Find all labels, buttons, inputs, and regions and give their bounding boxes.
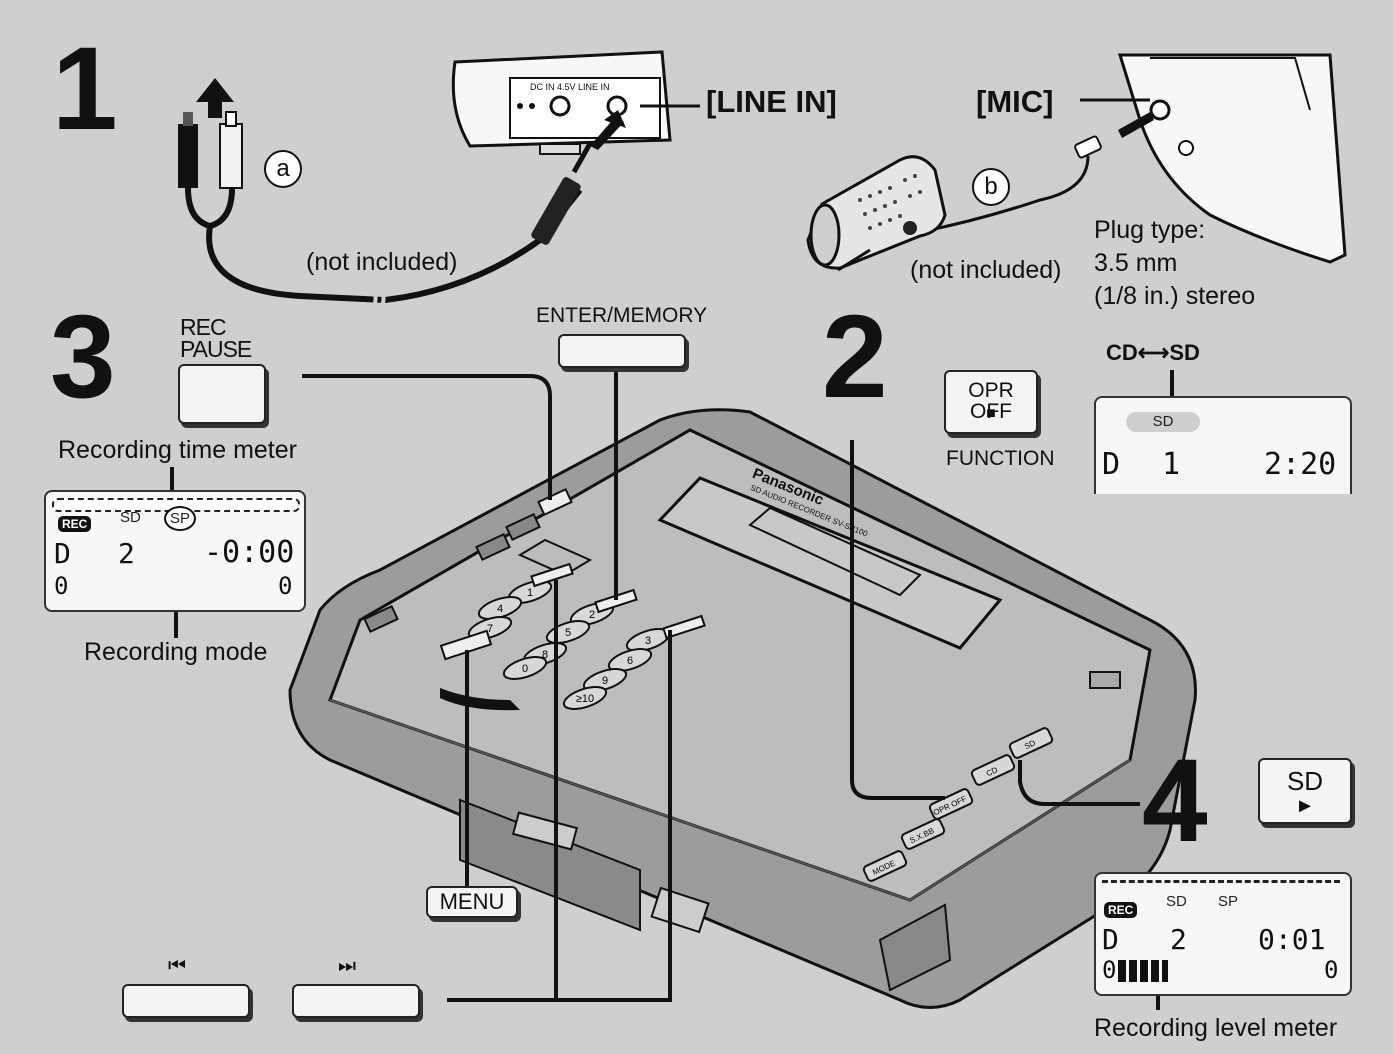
- sd-play-button[interactable]: SD ►: [1258, 758, 1352, 824]
- skip-forward-icon: ⏭: [338, 955, 356, 977]
- function-label: FUNCTION: [946, 447, 1055, 470]
- disc-indicator: D: [54, 537, 71, 570]
- callout-a: a: [264, 150, 302, 188]
- level-right: 0: [1324, 956, 1339, 984]
- not-included-label-cable: (not included): [306, 248, 458, 276]
- mic-panel: [919, 53, 1347, 264]
- time-readout: 2:20: [1264, 447, 1337, 482]
- rec-indicator: REC: [1104, 902, 1138, 918]
- step-number-1: 1: [52, 23, 118, 155]
- skip-forward-button[interactable]: [292, 984, 420, 1018]
- keypad-key-label: 0: [522, 663, 528, 675]
- menu-button[interactable]: MENU: [426, 886, 518, 918]
- opr-off-label: OPR OFF: [968, 379, 1014, 423]
- menu-button-label: MENU: [439, 889, 505, 914]
- step-number-4: 4: [1142, 735, 1208, 867]
- keypad-key-label: 8: [542, 649, 548, 661]
- callout-b: b: [972, 168, 1010, 206]
- not-included-label-mic: (not included): [910, 256, 1062, 284]
- display-step2: SD D 1 2:20: [1094, 396, 1352, 494]
- rec-pause-label-line2: PAUSE: [180, 336, 252, 362]
- recording-level-meter-label: Recording level meter: [1094, 1014, 1338, 1042]
- sd-button-label: SD: [1286, 766, 1324, 796]
- skip-back-button[interactable]: [122, 984, 250, 1018]
- rca-plugs: [178, 78, 243, 230]
- sd-indicator: SD: [120, 509, 141, 526]
- recording-level-meter-bars: [1118, 960, 1168, 982]
- time-readout: -0:00: [204, 535, 295, 570]
- device-side-buttons: [862, 727, 1054, 882]
- keypad-key-label: 2: [589, 609, 595, 621]
- play-icon: ►: [1295, 795, 1315, 817]
- cd-sd-label: CD⟷SD: [1106, 340, 1200, 365]
- sp-indicator: SP: [1218, 893, 1239, 910]
- track-number: 2: [1170, 923, 1187, 956]
- disc-indicator: D: [1102, 923, 1119, 956]
- level-left: 0: [1102, 956, 1117, 984]
- keypad-key-label: ≥10: [576, 693, 594, 705]
- rca-cable: [206, 188, 583, 304]
- display-step3: REC SD SP D 2 -0:00 0 0: [44, 490, 306, 612]
- opr-off-button[interactable]: OPR OFF ■: [944, 370, 1038, 434]
- sd-recorder-device: [288, 408, 1197, 1009]
- recording-time-meter-bar: [1102, 880, 1340, 883]
- disc-indicator: D: [1102, 447, 1121, 482]
- step-number-2: 2: [822, 291, 888, 423]
- keypad-key-label: 5: [565, 627, 571, 639]
- keypad-key-label: 6: [627, 655, 633, 667]
- display-step4: REC SD SP D 2 0:01 0 0: [1094, 872, 1352, 996]
- keypad-key-label: 7: [487, 623, 493, 635]
- rec-pause-button[interactable]: [178, 364, 266, 424]
- recording-mode-label: Recording mode: [84, 638, 268, 666]
- line-in-panel: [451, 50, 700, 155]
- recording-time-meter-label: Recording time meter: [58, 436, 297, 464]
- keypad-key-label: 4: [497, 603, 503, 615]
- sp-indicator: SP: [164, 506, 197, 531]
- keypad-key-label: 3: [645, 635, 651, 647]
- skip-back-icon: ⏮: [168, 955, 186, 977]
- rec-indicator: REC: [58, 516, 92, 532]
- plug-type-line3: (1/8 in.) stereo: [1094, 282, 1256, 310]
- enter-memory-button[interactable]: [558, 334, 686, 368]
- rec-pause-label-line1: REC: [180, 314, 227, 340]
- mini-plug: [531, 138, 595, 245]
- track-number: 1: [1162, 447, 1181, 482]
- mic-label: [MIC]: [976, 84, 1054, 119]
- level-right: 0: [278, 572, 293, 600]
- plug-type-line2: 3.5 mm: [1094, 249, 1178, 277]
- enter-memory-label: ENTER/MEMORY: [536, 304, 708, 327]
- keypad-key-label: 9: [602, 675, 608, 687]
- side-button-label: SD: [1023, 738, 1037, 751]
- plug-type-line1: Plug type:: [1094, 216, 1206, 244]
- level-left: 0: [54, 572, 69, 600]
- step-number-3: 3: [50, 291, 116, 423]
- stereo-microphone: [806, 155, 947, 272]
- leader-lines: [170, 368, 1174, 1010]
- track-number: 2: [118, 537, 135, 570]
- jack-panel-text: DC IN 4.5V LINE IN: [530, 82, 610, 92]
- sd-indicator-highlight: SD: [1126, 412, 1200, 432]
- stop-icon: ■: [986, 405, 996, 422]
- sd-indicator: SD: [1166, 893, 1187, 910]
- line-in-label: [LINE IN]: [706, 84, 837, 119]
- keypad-key-label: 1: [527, 587, 533, 599]
- device-keypad: [439, 562, 706, 710]
- time-readout: 0:01: [1258, 923, 1326, 956]
